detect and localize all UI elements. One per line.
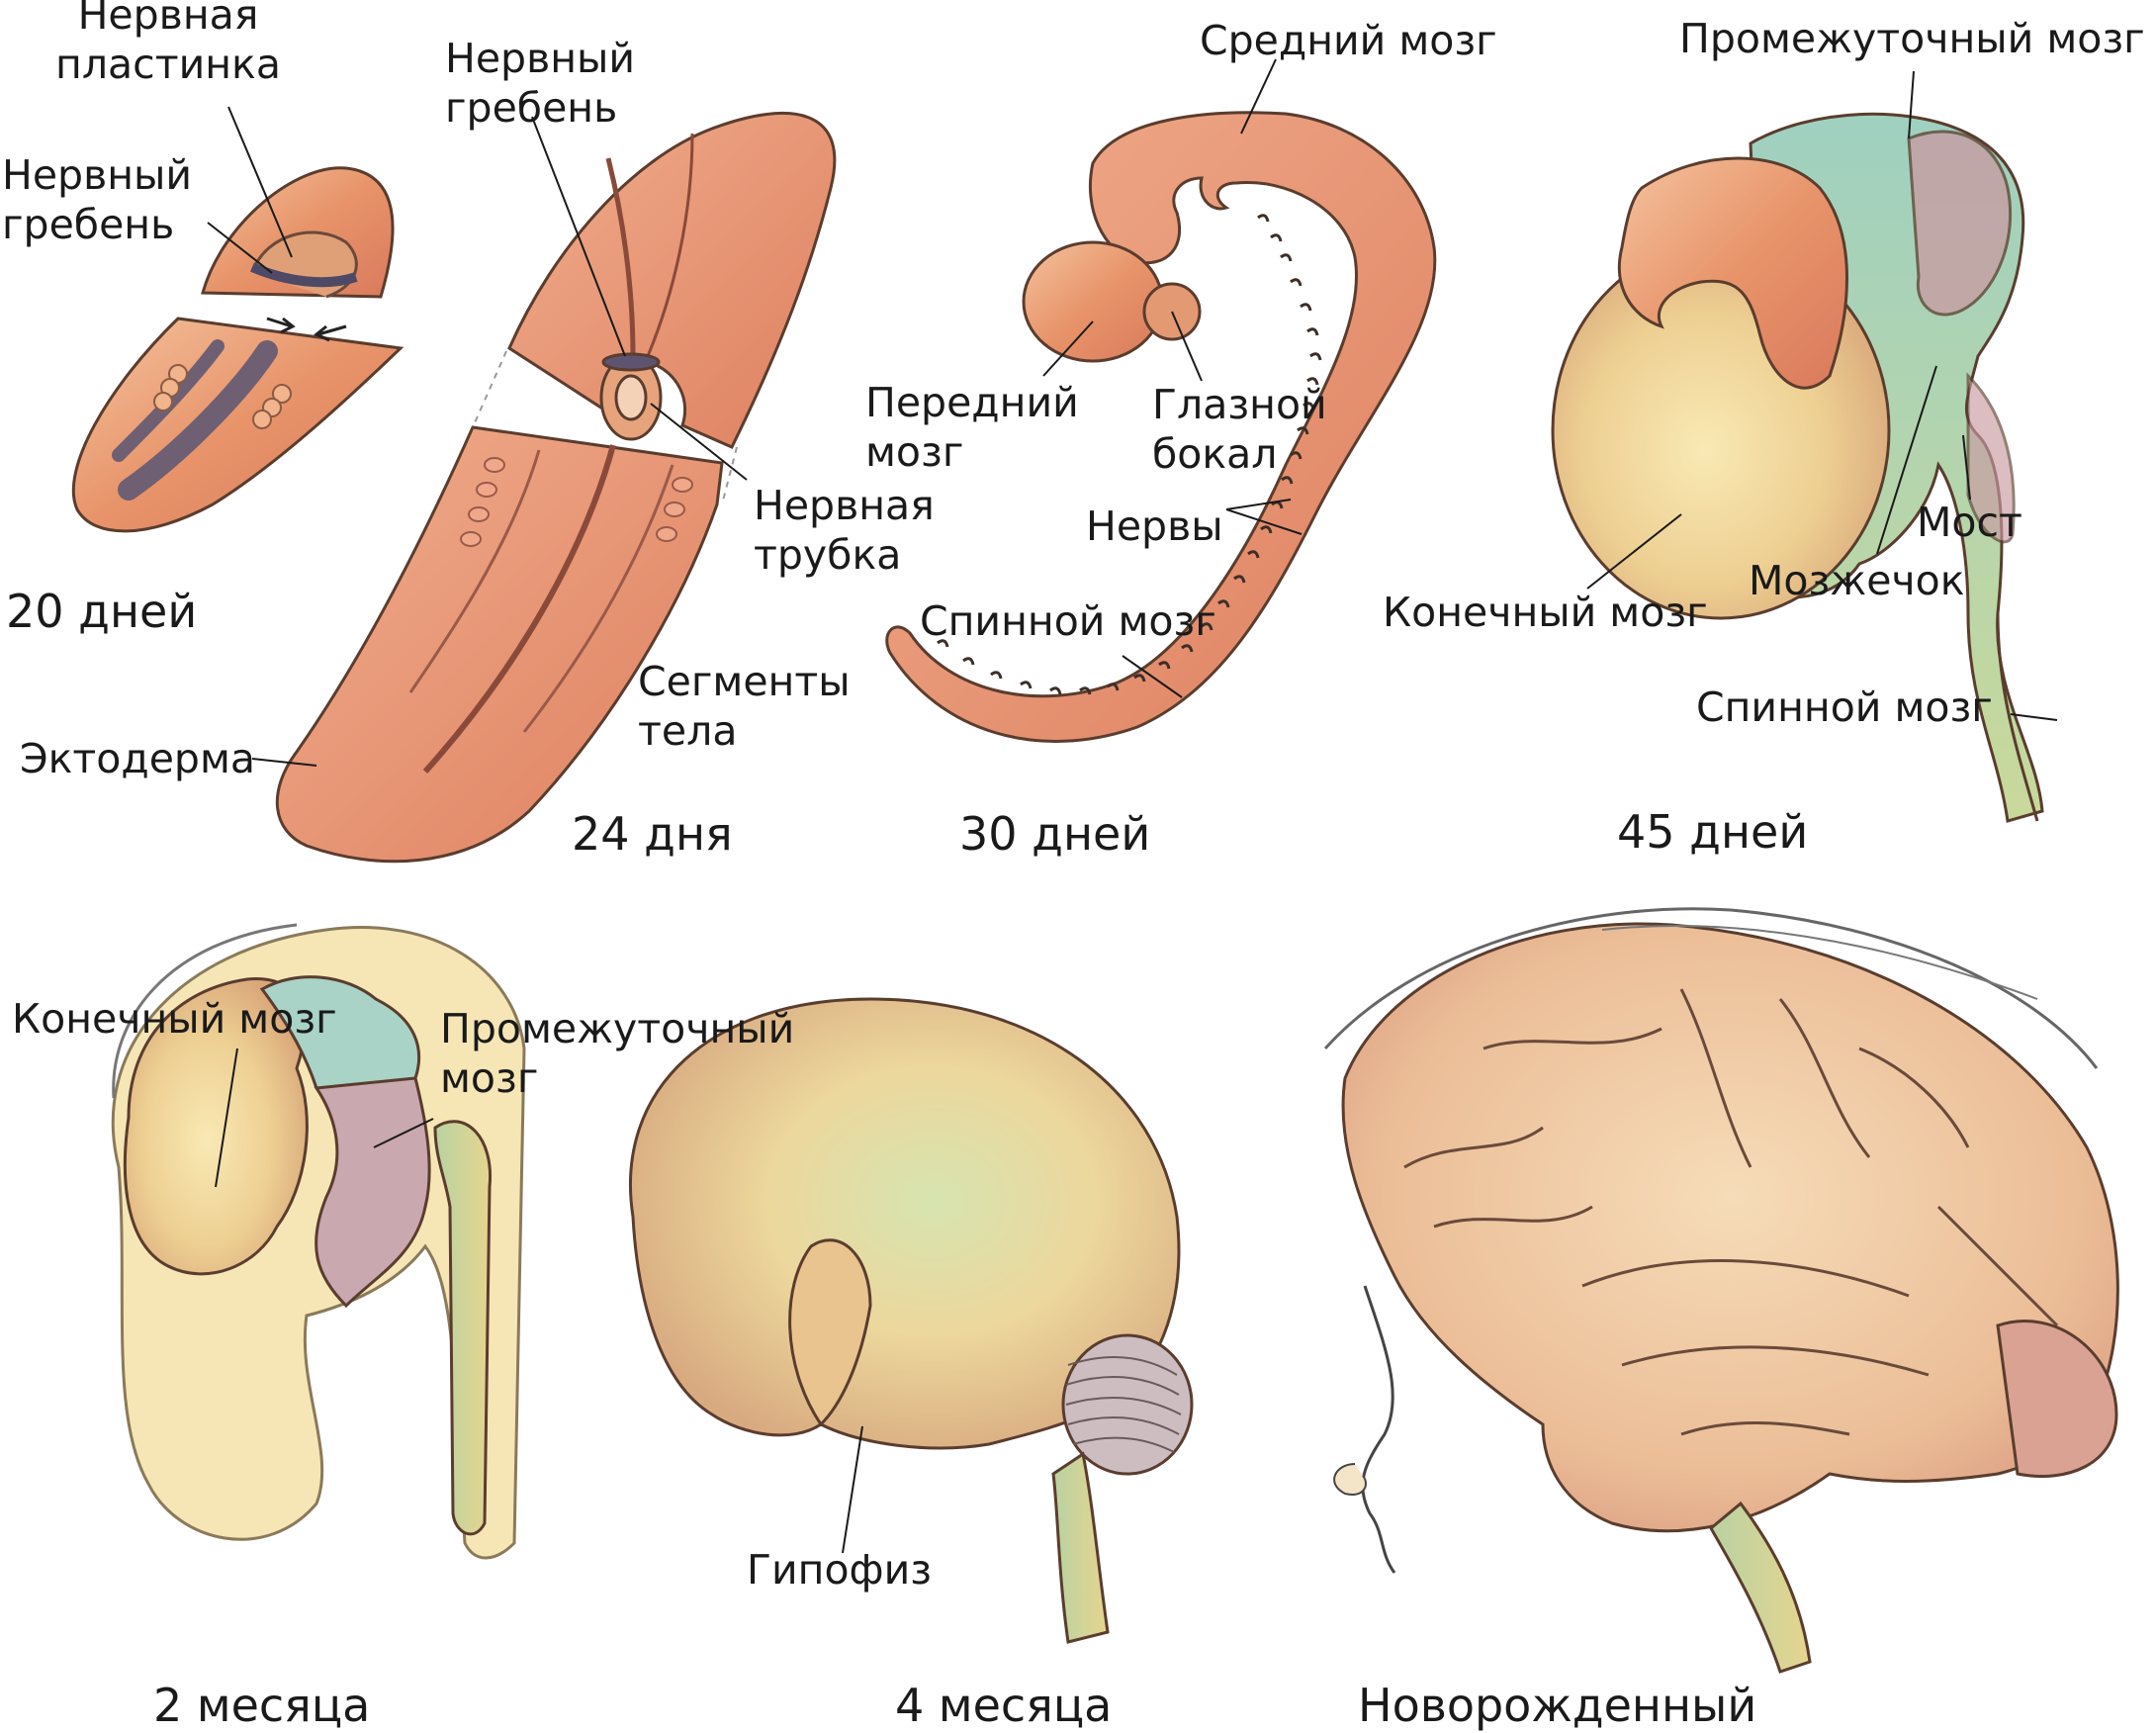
brain-4-months bbox=[628, 997, 1194, 1644]
label-optic-cup: Глазной бокал bbox=[1152, 381, 1327, 478]
label-pons: Мост bbox=[1917, 499, 2022, 546]
caption-30-days: 30 дней bbox=[959, 807, 1151, 861]
label-neural-crest-24d: Нервный гребень bbox=[445, 35, 636, 132]
label-forebrain: Передний мозг bbox=[865, 379, 1079, 476]
caption-4-months: 4 месяца bbox=[895, 1679, 1113, 1732]
label-cerebellum: Мозжечок bbox=[1749, 557, 1965, 604]
label-neural-plate: Нервная пластинка bbox=[55, 0, 281, 88]
label-spinal-cord-45d: Спинной мозг bbox=[1696, 684, 1993, 731]
embryo-24-days bbox=[275, 112, 837, 864]
label-telencephalon-2m: Конечный мозг bbox=[12, 995, 337, 1043]
label-telencephalon-45d: Конечный мозг bbox=[1383, 589, 1708, 636]
caption-2-months: 2 месяца bbox=[153, 1679, 371, 1732]
label-diencephalon-2m: Промежуточный мозг bbox=[440, 1005, 795, 1102]
embryo-20-days bbox=[71, 166, 404, 533]
label-neural-tube: Нервная трубка bbox=[754, 482, 935, 579]
label-midbrain: Средний мозг bbox=[1200, 17, 1497, 64]
brain-45-days bbox=[1551, 112, 2044, 823]
label-ectoderm: Эктодерма bbox=[20, 735, 256, 782]
label-diencephalon-45d: Промежуточный мозг bbox=[1679, 15, 2145, 62]
label-body-segments: Сегменты тела bbox=[638, 658, 851, 755]
caption-20-days: 20 дней bbox=[6, 585, 198, 638]
label-nerves: Нервы bbox=[1086, 502, 1223, 550]
caption-newborn: Новорожденный bbox=[1358, 1679, 1757, 1732]
caption-45-days: 45 дней bbox=[1617, 805, 1809, 859]
label-neural-crest-20d: Нервный гребень bbox=[2, 151, 193, 248]
embryo-30-days bbox=[885, 111, 1437, 743]
leader-lines bbox=[207, 58, 2058, 1554]
caption-24-days: 24 дня bbox=[572, 807, 733, 861]
brain-newborn bbox=[1323, 907, 2119, 1674]
label-pituitary: Гипофиз bbox=[747, 1546, 933, 1594]
label-spinal-cord-30d: Спинной мозг bbox=[920, 597, 1216, 645]
